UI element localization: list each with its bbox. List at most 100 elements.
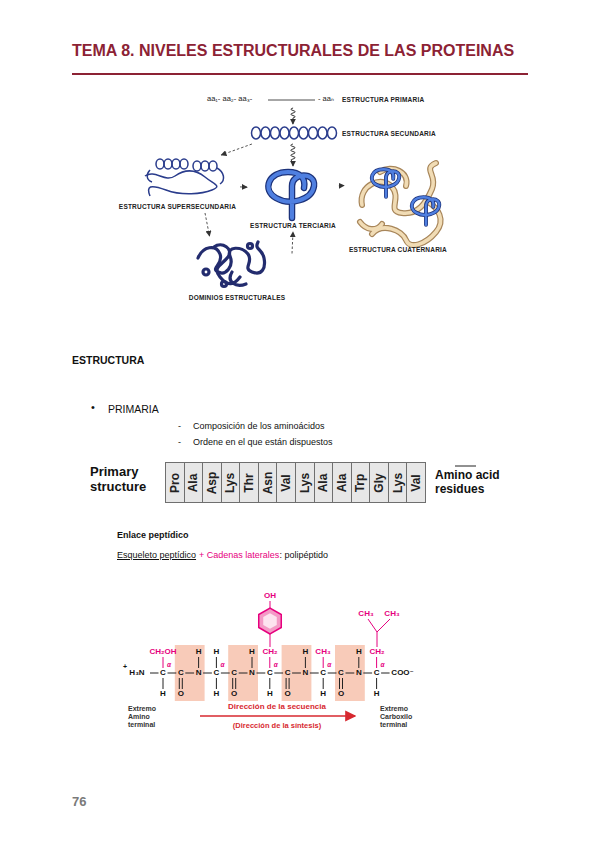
- level-label: ESTRUCTURA PRIMARIA: [342, 96, 424, 103]
- atom-label: H: [303, 648, 309, 656]
- atom-label: C: [267, 669, 273, 677]
- connector: [240, 186, 247, 187]
- atom-label: H₃N: [129, 669, 144, 677]
- helix-figure: [299, 127, 308, 139]
- atom-label: CH₂: [369, 648, 384, 656]
- bond-line: [270, 601, 271, 608]
- atom-label: O: [178, 690, 184, 698]
- bond-line: [270, 634, 271, 647]
- connector: [291, 144, 295, 166]
- text-label: -: [178, 421, 181, 431]
- level-label: aa₁- aa₂- aa₃-: [207, 95, 252, 103]
- residue-cell: Lys: [295, 462, 315, 503]
- bond-line: [198, 657, 199, 668]
- residue-label: Asp: [206, 471, 218, 494]
- structure-level: aa₁- aa₂- aa₃- - aaₙ ESTRUCTURA PRIMARIA: [205, 92, 445, 108]
- supersecondary-figure: [172, 159, 180, 169]
- atom-label: H: [356, 648, 362, 656]
- bond-line: [363, 673, 372, 674]
- residue-label: Ala: [336, 473, 348, 492]
- structure-level: ESTRUCTURA SUPERSECUNDARIA: [115, 155, 240, 213]
- atom-label: CH₂OH: [149, 648, 176, 656]
- residue-label: Ala: [317, 473, 329, 492]
- residue-label: Lys: [224, 472, 236, 492]
- peptide-formula: [150, 601, 390, 701]
- atom-label: OH: [264, 592, 276, 600]
- atom-label: CH₃: [384, 610, 399, 618]
- bond-line: [377, 619, 390, 632]
- tertiary-figure: [268, 172, 314, 218]
- supersecondary-figure: [164, 159, 172, 169]
- atom-label: C: [338, 669, 344, 677]
- bond-line: [323, 678, 324, 689]
- level-label: ESTRUCTURA CUATERNARIA: [349, 246, 447, 253]
- peptide-bond-highlight: [228, 645, 258, 701]
- text-label: ESTRUCTURA: [72, 354, 144, 366]
- benzene-ring: [259, 608, 282, 634]
- bond-line: [346, 673, 355, 674]
- atom-label: O: [284, 690, 290, 698]
- bond-line: [185, 673, 194, 674]
- atom-label: H: [160, 690, 166, 698]
- atom-label: C: [374, 669, 380, 677]
- bond-line: [292, 673, 301, 674]
- bond-line: [381, 673, 390, 674]
- supersecondary-figure: [180, 159, 188, 169]
- helix-figure: [261, 127, 270, 139]
- atom-label: +: [123, 663, 127, 670]
- level-label: - aaₙ: [318, 95, 334, 103]
- text-label: Esqueleto peptídico: [117, 550, 196, 560]
- helix-figure: [328, 127, 337, 139]
- text-label: Enlace peptídico: [117, 530, 189, 540]
- text-label: PRIMARIA: [108, 403, 159, 415]
- leader-line: [455, 466, 476, 467]
- residue-cell: Ala: [332, 462, 352, 503]
- quaternary-figure: [360, 163, 441, 245]
- atom-label: CH₃: [315, 648, 330, 656]
- atom-label: N: [356, 669, 362, 677]
- helix-figure: [271, 127, 280, 139]
- bond-line: [305, 657, 306, 668]
- level-label: ESTRUCTURA TERCIARIA: [250, 222, 336, 229]
- residue-cell: Pro: [165, 462, 185, 503]
- bond-line: [216, 678, 217, 689]
- residue-cell: Ala: [314, 462, 334, 503]
- bond-line: [274, 673, 283, 674]
- atom-label: α: [167, 662, 171, 669]
- bond-line: [203, 673, 212, 674]
- text-label: Extremo Carboxilo terminal: [380, 705, 420, 729]
- atom-label: α: [220, 662, 224, 669]
- bond-line: [269, 657, 270, 668]
- atom-label: C: [285, 669, 291, 677]
- level-label: DOMINIOS ESTRUCTURALES: [189, 294, 286, 301]
- residue-label: Lys: [392, 472, 404, 492]
- atom-label: C: [231, 669, 237, 677]
- bond-line: [376, 678, 377, 689]
- peptide-bond-highlight: [175, 645, 205, 701]
- bond-line: [252, 657, 253, 668]
- helix-figure: [318, 127, 327, 139]
- bond-line: [216, 657, 217, 668]
- atom-label: H: [249, 648, 255, 656]
- text-label: Extremo Amino terminal: [128, 705, 162, 729]
- helix-figure: [290, 127, 299, 139]
- residue-cell: Asp: [202, 462, 222, 503]
- helix-figure: [252, 127, 261, 139]
- atom-label: H: [320, 690, 326, 698]
- atom-label: α: [381, 662, 385, 669]
- supersecondary-figure: [145, 159, 224, 196]
- chain-line: [268, 100, 315, 101]
- quaternary-figure: [372, 169, 399, 197]
- bond-line: [377, 632, 378, 647]
- bond-line: [221, 673, 230, 674]
- atom-label: N: [303, 669, 309, 677]
- atom-label: H: [374, 690, 380, 698]
- text-label: Composición de los aminoácidos: [193, 421, 325, 431]
- bond-line: [286, 678, 287, 689]
- atom-label: N: [249, 669, 255, 677]
- bond-line: [182, 678, 183, 689]
- atom-label: H: [214, 690, 220, 698]
- quaternary-figure: [412, 197, 439, 225]
- quaternary-figure: [360, 163, 441, 245]
- helix-figure: [280, 127, 289, 139]
